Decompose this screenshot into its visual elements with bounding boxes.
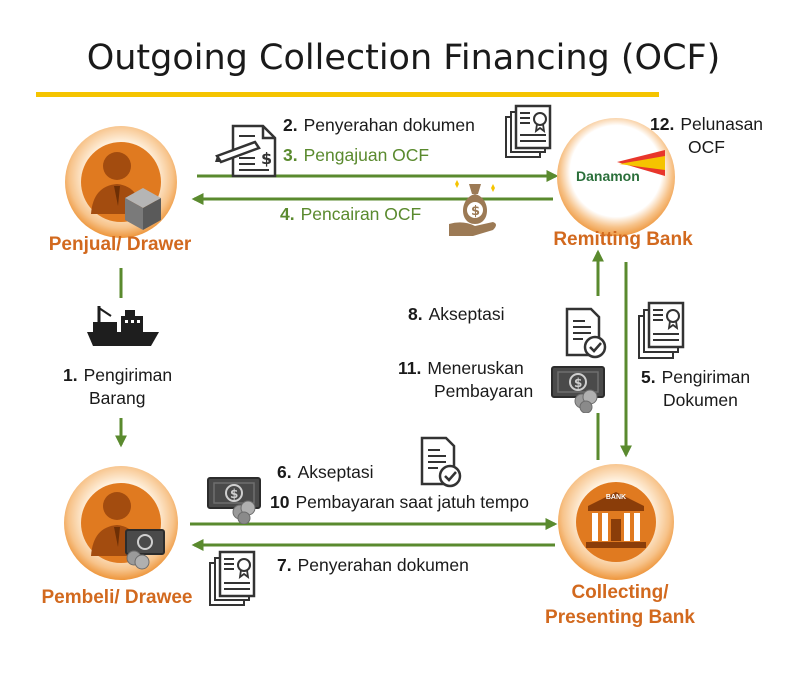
step-2-text: Penyerahan dokumen xyxy=(303,115,475,135)
step-3-text: Pengajuan OCF xyxy=(303,145,430,165)
step-6-num: 6. xyxy=(277,462,292,482)
svg-text:$: $ xyxy=(471,204,480,219)
step-7-text: Penyerahan dokumen xyxy=(297,555,469,575)
step-12: 12.Pelunasan OCF xyxy=(650,113,763,159)
danamon-logo-icon xyxy=(617,150,665,176)
step-5-line1: Pengiriman xyxy=(661,367,751,387)
collecting-circle: BANK xyxy=(558,464,674,580)
bank-sign: BANK xyxy=(605,494,627,501)
remitting-circle: Danamon xyxy=(557,118,675,236)
money-coins-icon: $ xyxy=(207,477,261,524)
svg-text:$: $ xyxy=(261,149,272,168)
step-8-text: Akseptasi xyxy=(428,304,505,324)
drawer-circle xyxy=(65,126,177,238)
step-4-num: 4. xyxy=(280,204,295,224)
collecting-label-line1: Collecting/ xyxy=(571,582,669,603)
remitting-label: Remitting Bank xyxy=(553,229,693,250)
step-11: 11.Meneruskan Pembayaran xyxy=(398,357,533,403)
step-10-text: Pembayaran saat jatuh tempo xyxy=(295,492,529,512)
step-5-line2: Dokumen xyxy=(663,390,738,410)
collecting-label-line2: Presenting Bank xyxy=(545,607,695,628)
danamon-logo-text: Danamon xyxy=(576,168,640,184)
person-box-icon xyxy=(81,142,161,230)
step-12-line1: Pelunasan xyxy=(680,114,764,134)
document-stack-icon xyxy=(209,550,256,606)
step-3-num: 3. xyxy=(283,145,298,165)
step-6: 6.Akseptasi xyxy=(277,462,373,483)
checklist-document-icon xyxy=(420,436,462,488)
step-1-num: 1. xyxy=(63,365,78,385)
step-11-line2: Pembayaran xyxy=(434,381,534,401)
step-8-num: 8. xyxy=(408,304,423,324)
money-bag-hand-icon: $ xyxy=(449,180,496,236)
document-stack-icon xyxy=(505,104,552,158)
ship-icon xyxy=(87,306,159,346)
page-title: Outgoing Collection Financing (OCF) xyxy=(86,38,721,78)
step-12-line2: OCF xyxy=(688,137,725,157)
bank-building-icon xyxy=(576,482,656,562)
checklist-document-icon xyxy=(565,307,607,359)
step-8: 8.Akseptasi xyxy=(408,304,504,325)
step-1-line1: Pengiriman xyxy=(83,365,173,385)
step-4-text: Pencairan OCF xyxy=(300,204,422,224)
svg-text:$: $ xyxy=(574,376,582,390)
invoice-pen-icon: $ xyxy=(215,124,277,178)
step-7-num: 7. xyxy=(277,555,292,575)
step-4: 4.Pencairan OCF xyxy=(280,204,421,225)
drawee-label: Pembeli/ Drawee xyxy=(41,587,193,608)
step-12-num: 12. xyxy=(650,114,675,134)
drawee-circle xyxy=(64,466,178,580)
svg-text:$: $ xyxy=(230,487,238,501)
money-coins-icon: $ xyxy=(551,366,605,413)
step-1-line2: Barang xyxy=(89,388,146,408)
step-1: 1.Pengiriman Barang xyxy=(63,364,172,410)
step-2: 2.Penyerahan dokumen xyxy=(283,115,475,136)
person-money-icon xyxy=(81,483,165,570)
step-2-num: 2. xyxy=(283,115,298,135)
step-11-line1: Meneruskan xyxy=(427,358,524,378)
title-underline xyxy=(36,92,659,97)
step-10-num: 10 xyxy=(270,492,290,512)
document-stack-icon xyxy=(638,301,685,359)
step-3: 3.Pengajuan OCF xyxy=(283,145,429,166)
step-11-num: 11. xyxy=(398,358,422,378)
step-7: 7.Penyerahan dokumen xyxy=(277,555,469,576)
step-5: 5.Pengiriman Dokumen xyxy=(641,366,750,412)
drawer-label: Penjual/ Drawer xyxy=(48,234,192,255)
collecting-label: Collecting/ Presenting Bank xyxy=(520,580,720,630)
step-5-num: 5. xyxy=(641,367,656,387)
step-6-text: Akseptasi xyxy=(297,462,374,482)
